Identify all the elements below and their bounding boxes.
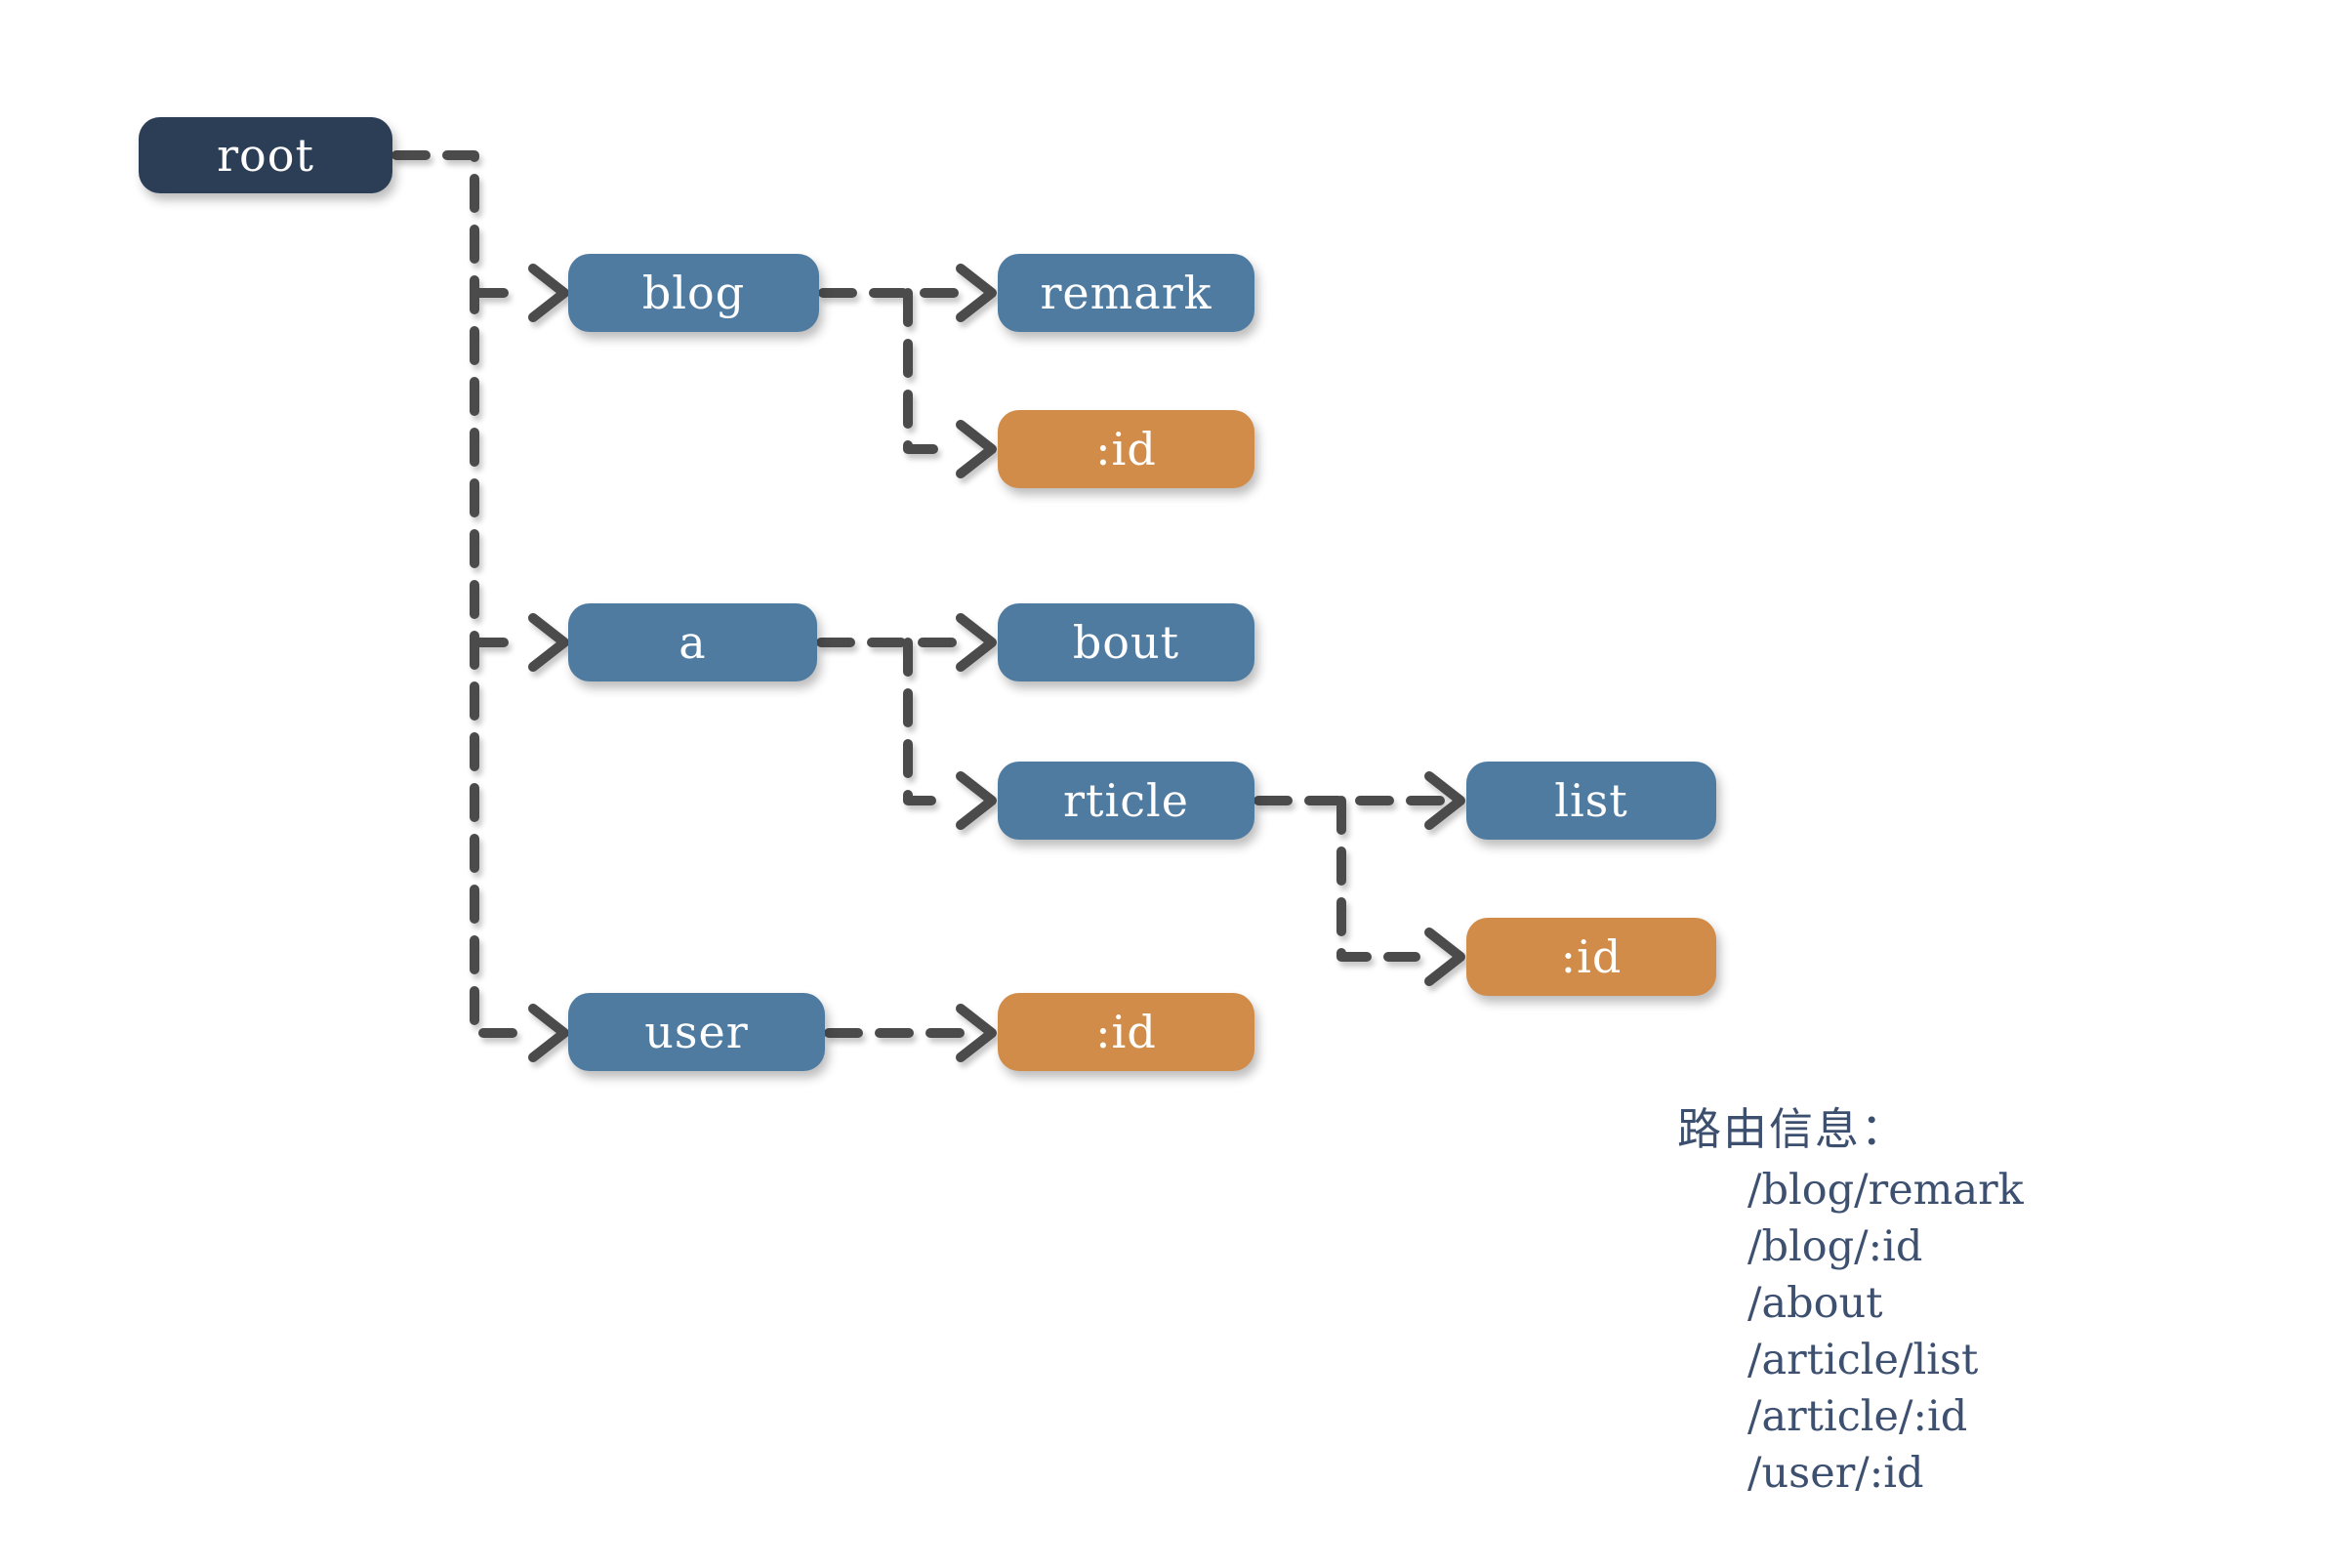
node-blog-id: :id: [998, 410, 1254, 488]
route-item: /about: [1747, 1279, 1883, 1328]
node-remark: remark: [998, 254, 1254, 332]
routes-panel-title: 路由信息：: [1677, 1103, 1908, 1155]
route-item: /article/:id: [1747, 1392, 1968, 1441]
route-item: /user/:id: [1747, 1449, 1924, 1498]
node-root: root: [139, 117, 392, 193]
node-bout: bout: [998, 603, 1254, 681]
routes-list: /blog/remark/blog/:id/about/article/list…: [1677, 1162, 2282, 1502]
node-article-id: :id: [1466, 918, 1716, 996]
arrowhead-user-id: [956, 1004, 997, 1062]
route-item: /blog/:id: [1747, 1222, 1923, 1271]
node-blog: blog: [568, 254, 819, 332]
arrowhead-rticle: [956, 771, 997, 830]
arrowhead-list: [1424, 771, 1465, 830]
node-user-id: :id: [998, 993, 1254, 1071]
edge-a-rticle: [903, 638, 954, 805]
arrowhead-user: [528, 1004, 569, 1062]
arrowhead-article-id: [1424, 928, 1465, 986]
arrowhead-blog-id: [956, 420, 997, 478]
arrowhead-bout: [956, 613, 997, 672]
edge-rticle-id: [1336, 796, 1420, 962]
arrowhead-remark: [956, 264, 997, 322]
route-item: /blog/remark: [1747, 1166, 2024, 1215]
node-a: a: [568, 603, 817, 681]
node-user: user: [568, 993, 825, 1071]
node-rticle: rticle: [998, 762, 1254, 840]
arrowhead-blog: [528, 264, 569, 322]
routes-panel: 路由信息： /blog/remark/blog/:id/about/articl…: [1677, 1097, 2282, 1502]
arrowhead-a: [528, 613, 569, 672]
route-item: /article/list: [1747, 1336, 1979, 1384]
edge-root-trunk: [391, 150, 526, 1038]
node-list: list: [1466, 762, 1716, 840]
edge-blog-id: [903, 288, 954, 454]
